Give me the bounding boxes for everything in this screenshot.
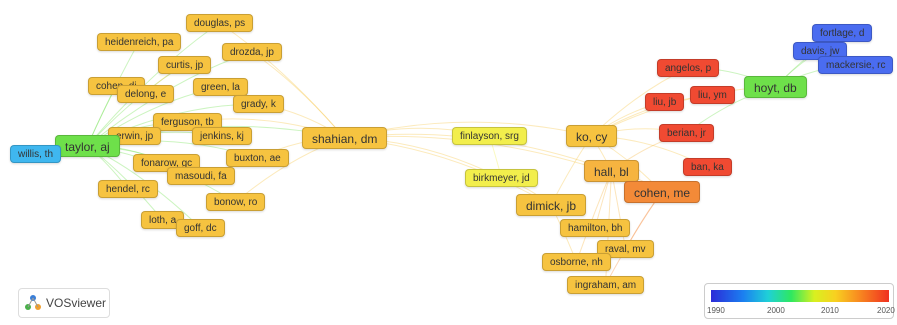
author-node-curtis[interactable]: curtis, jp [158, 56, 212, 74]
vosviewer-logo: VOSviewer [18, 288, 110, 318]
author-node-taylor[interactable]: taylor, aj [55, 135, 120, 157]
legend-tick: 2010 [821, 306, 839, 315]
legend-gradient-bar [711, 290, 889, 302]
author-node-masoudi[interactable]: masoudi, fa [167, 167, 235, 185]
author-node-jenkins[interactable]: jenkins, kj [192, 127, 252, 145]
author-node-green[interactable]: green, la [193, 78, 248, 96]
author-node-mackersie[interactable]: mackersie, rc [818, 56, 894, 74]
author-node-hendel[interactable]: hendel, rc [98, 180, 158, 198]
author-node-ingraham[interactable]: ingraham, am [567, 276, 645, 294]
author-node-hamilton[interactable]: hamilton, bh [560, 219, 631, 237]
legend-tick: 1990 [707, 306, 725, 315]
author-node-liu_ym[interactable]: liu, ym [690, 86, 735, 104]
author-node-shahian[interactable]: shahian, dm [302, 127, 388, 149]
logo-text: VOSviewer [46, 296, 107, 310]
author-node-hall[interactable]: hall, bl [584, 160, 639, 182]
vosviewer-logo-icon [25, 295, 41, 310]
legend-tick: 2000 [767, 306, 785, 315]
coauthor-link [605, 191, 663, 286]
author-node-willis[interactable]: willis, th [10, 145, 62, 163]
author-node-goff[interactable]: goff, dc [176, 219, 225, 237]
author-node-ko[interactable]: ko, cy [566, 125, 618, 147]
author-node-liu_jb[interactable]: liu, jb [645, 93, 685, 111]
author-node-birkmeyer[interactable]: birkmeyer, jd [465, 169, 538, 187]
author-node-raval[interactable]: raval, mv [597, 240, 654, 258]
author-node-grady[interactable]: grady, k [233, 95, 284, 113]
author-node-berian[interactable]: berian, jr [659, 124, 714, 142]
author-node-ferguson[interactable]: ferguson, tb [153, 113, 222, 131]
author-node-fortlage[interactable]: fortlage, d [812, 24, 873, 42]
author-node-dimick[interactable]: dimick, jb [516, 194, 587, 216]
coauthor-link [87, 22, 220, 147]
author-node-bonow[interactable]: bonow, ro [206, 193, 266, 211]
author-node-ban[interactable]: ban, ka [683, 158, 732, 176]
author-node-douglas[interactable]: douglas, ps [186, 14, 254, 32]
legend-tick: 2020 [877, 306, 895, 315]
author-node-osborne[interactable]: osborne, nh [542, 253, 611, 271]
author-node-heidenreich[interactable]: heidenreich, pa [97, 33, 182, 51]
author-node-delong[interactable]: delong, e [117, 85, 175, 103]
year-color-legend: 1990 2000 2010 2020 [704, 283, 895, 319]
author-node-hoyt[interactable]: hoyt, db [744, 76, 807, 98]
coauthor-link [219, 22, 345, 139]
author-node-cohen_me[interactable]: cohen, me [624, 181, 701, 203]
author-node-drozda[interactable]: drozda, jp [222, 43, 282, 61]
author-node-angelos[interactable]: angelos, p [657, 59, 720, 77]
author-node-finlayson[interactable]: finlayson, srg [452, 127, 527, 145]
author-node-buxton[interactable]: buxton, ae [226, 149, 289, 167]
